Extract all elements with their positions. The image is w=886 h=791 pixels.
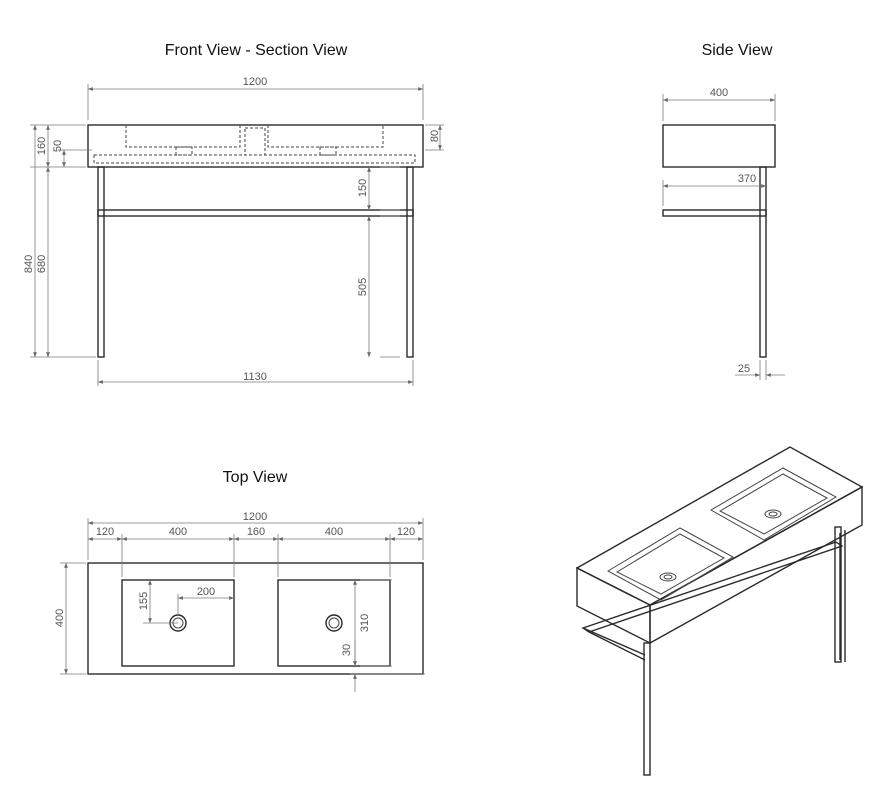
front-center-divider xyxy=(244,127,266,156)
front-inner-frame xyxy=(93,154,416,164)
dim-top-drain-from-top: 155 xyxy=(138,592,150,610)
dim-front-upper-gap: 150 xyxy=(357,179,369,197)
dim-front-leg-height: 680 xyxy=(36,255,48,273)
dim-side-frame-depth: 370 xyxy=(738,173,756,185)
dim-front-lower-gap: 505 xyxy=(357,278,369,296)
iso-right-bowl xyxy=(709,467,838,541)
front-view-title: Front View - Section View xyxy=(165,42,348,59)
dim-front-total-height: 840 xyxy=(23,255,35,273)
top-right-bowl xyxy=(277,579,391,667)
top-right-drain xyxy=(325,614,343,632)
front-basin-body xyxy=(87,124,424,168)
dim-front-overall-width: 1200 xyxy=(243,76,267,88)
side-basin-body xyxy=(662,124,776,168)
dim-top-drain-from-side: 200 xyxy=(197,586,215,598)
iso-front-leg-left xyxy=(643,642,651,776)
front-right-leg xyxy=(406,166,414,358)
iso-left-bowl xyxy=(606,527,735,601)
iso-right-drain xyxy=(764,509,782,519)
dim-top-bowl-gap: 160 xyxy=(247,526,265,538)
top-left-bowl xyxy=(121,579,235,667)
top-view: 1200 120 400 160 400 120 400 155 200 310 xyxy=(54,511,425,692)
isometric-view xyxy=(575,446,864,776)
iso-crossbar xyxy=(581,541,844,633)
iso-right-face xyxy=(649,485,863,645)
iso-left-drain xyxy=(659,572,677,582)
front-left-drain xyxy=(175,146,193,156)
dim-top-depth: 400 xyxy=(54,609,66,627)
dim-side-leg-width: 25 xyxy=(738,363,750,375)
side-view: 400 370 25 xyxy=(662,87,785,380)
dim-top-bowl-right: 400 xyxy=(325,526,343,538)
dim-top-bowl-depth: 310 xyxy=(359,614,371,632)
side-leg xyxy=(759,166,767,358)
front-left-bowl-section xyxy=(125,125,241,148)
front-right-drain xyxy=(319,146,337,156)
dim-side-depth: 400 xyxy=(710,87,728,99)
front-crossbar xyxy=(97,209,414,217)
dim-front-basin-height: 160 xyxy=(36,137,48,155)
dim-top-margin-left: 120 xyxy=(96,526,114,538)
dim-top-bowl-offset: 30 xyxy=(341,644,353,656)
dim-front-top-thickness: 80 xyxy=(429,130,441,142)
side-crossbar xyxy=(662,209,767,217)
dim-top-overall-width: 1200 xyxy=(243,511,267,523)
iso-front-leg-right xyxy=(834,526,842,663)
front-left-leg xyxy=(97,166,105,358)
front-right-bowl-section xyxy=(267,125,384,148)
dim-top-bowl-left: 400 xyxy=(169,526,187,538)
side-view-title: Side View xyxy=(702,42,773,59)
front-view: 1200 1130 840 680 160 50 80 xyxy=(23,76,444,386)
dim-top-margin-right: 120 xyxy=(397,526,415,538)
top-view-title: Top View xyxy=(223,469,288,486)
dim-front-leg-span: 1130 xyxy=(243,371,267,383)
top-basin-outline xyxy=(87,562,424,675)
dim-front-inner-depth: 50 xyxy=(52,140,64,152)
